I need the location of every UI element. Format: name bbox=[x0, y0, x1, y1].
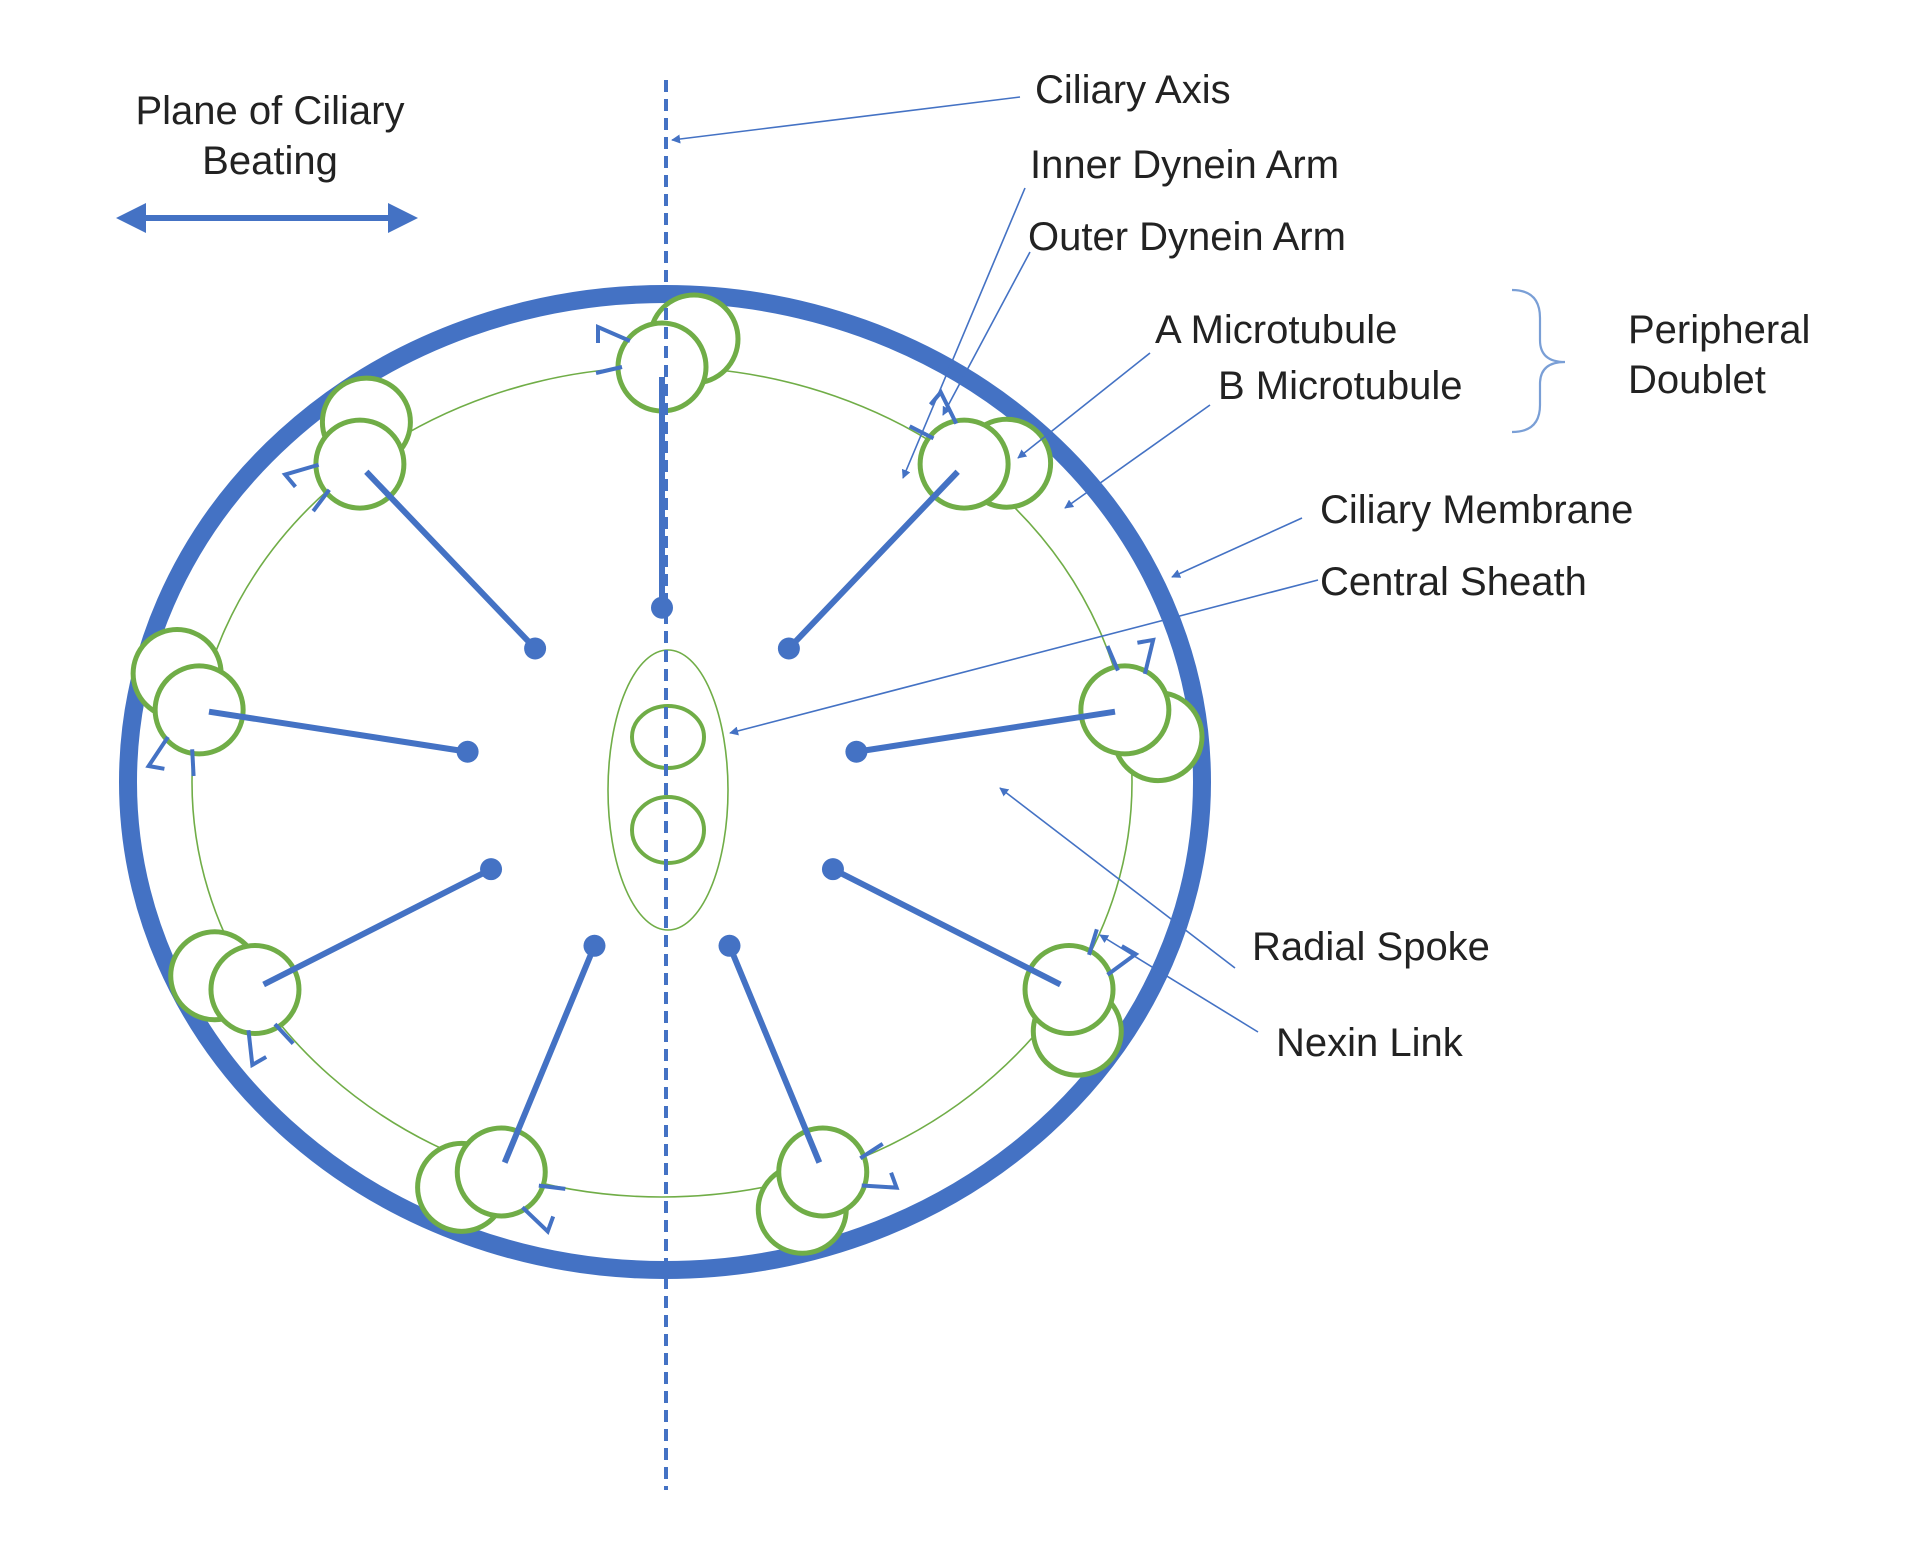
outer-dynein-arm bbox=[1137, 637, 1156, 675]
spoke-head bbox=[456, 740, 479, 763]
outer-dynein-arm bbox=[928, 388, 959, 425]
radial-spoke bbox=[855, 708, 1116, 755]
outer-dynein-arm bbox=[1106, 944, 1140, 977]
inner-dynein-arm-label: Inner Dynein Arm bbox=[1030, 143, 1340, 187]
a-microtubule bbox=[208, 943, 302, 1036]
leader-central-sheath bbox=[729, 579, 1319, 736]
outer-dynein-arm-label: Outer Dynein Arm bbox=[1028, 215, 1346, 259]
plane-of-beating-line-1: Plane of Ciliary bbox=[135, 89, 405, 133]
spoke-head bbox=[718, 934, 741, 957]
a-microtubule bbox=[776, 1125, 870, 1219]
outer-dynein-arm bbox=[246, 1029, 268, 1069]
a-microtubule bbox=[454, 1125, 548, 1219]
inner-dynein-arm bbox=[273, 1022, 295, 1046]
outer-dynein-arm bbox=[145, 735, 170, 771]
radial-spoke-label: Radial Spoke bbox=[1252, 925, 1490, 969]
plane-of-beating-label: Plane of Ciliary Beating bbox=[100, 86, 440, 186]
peripheral-doublet-line-2: Doublet bbox=[1628, 358, 1766, 402]
inner-dynein-arm bbox=[190, 749, 196, 777]
a-microtubule-label: A Microtubule bbox=[1155, 308, 1398, 352]
spoke-head bbox=[524, 637, 547, 660]
a-microtubule bbox=[152, 663, 246, 757]
radial-spoke bbox=[831, 866, 1062, 988]
leader-lines bbox=[671, 96, 1319, 1033]
outer-dynein-arm bbox=[861, 1171, 900, 1190]
leader-outer-dynein-arm bbox=[942, 251, 1031, 416]
a-microtubule bbox=[1022, 943, 1116, 1036]
inner-dynein-arm bbox=[595, 365, 623, 375]
a-microtubule bbox=[1078, 663, 1172, 757]
spoke-head bbox=[583, 934, 606, 957]
radial-spoke bbox=[262, 866, 493, 988]
plane-of-beating-line-2: Beating bbox=[202, 139, 338, 183]
inner-dynein-arm bbox=[859, 1142, 884, 1160]
outer-dynein-arm bbox=[281, 462, 320, 489]
inner-dynein-arm bbox=[538, 1183, 566, 1191]
peripheral-doublets bbox=[130, 292, 1205, 1256]
leader-nexin-link bbox=[1099, 934, 1259, 1033]
inner-dynein-arm bbox=[311, 488, 331, 513]
leader-a-microtubule bbox=[1017, 352, 1151, 459]
spoke-head bbox=[845, 740, 868, 763]
nexin-link-label: Nexin Link bbox=[1276, 1021, 1463, 1065]
central-sheath-label: Central Sheath bbox=[1320, 560, 1587, 604]
peripheral-doublet-line-1: Peripheral bbox=[1628, 308, 1811, 352]
leader-inner-dynein-arm bbox=[901, 187, 1026, 479]
outer-dynein-arm bbox=[596, 323, 631, 343]
spoke-head bbox=[821, 858, 844, 881]
leader-radial-spoke bbox=[999, 787, 1236, 969]
radial-spoke bbox=[726, 944, 823, 1164]
b-microtubule-label: B Microtubule bbox=[1218, 364, 1463, 408]
leader-ciliary-membrane bbox=[1171, 517, 1303, 578]
radial-spoke bbox=[364, 469, 538, 651]
leader-ciliary-axis bbox=[671, 96, 1021, 144]
outer-dynein-arm bbox=[521, 1205, 556, 1236]
radial-spoke bbox=[786, 469, 960, 651]
spoke-head bbox=[777, 637, 800, 660]
spoke-head bbox=[480, 858, 503, 881]
inner-dynein-arm bbox=[1087, 928, 1099, 956]
spoke-head bbox=[651, 596, 673, 619]
radial-spoke bbox=[208, 708, 469, 755]
peripheral-doublet-brace bbox=[1511, 288, 1566, 434]
inner-dynein-arm bbox=[1105, 645, 1120, 672]
ciliary-membrane-label: Ciliary Membrane bbox=[1320, 488, 1634, 532]
peripheral-doublet-label: Peripheral Doublet bbox=[1628, 305, 1810, 405]
ciliary-axis-label: Ciliary Axis bbox=[1035, 68, 1231, 112]
leader-b-microtubule bbox=[1064, 404, 1211, 509]
radial-spoke bbox=[501, 944, 598, 1164]
